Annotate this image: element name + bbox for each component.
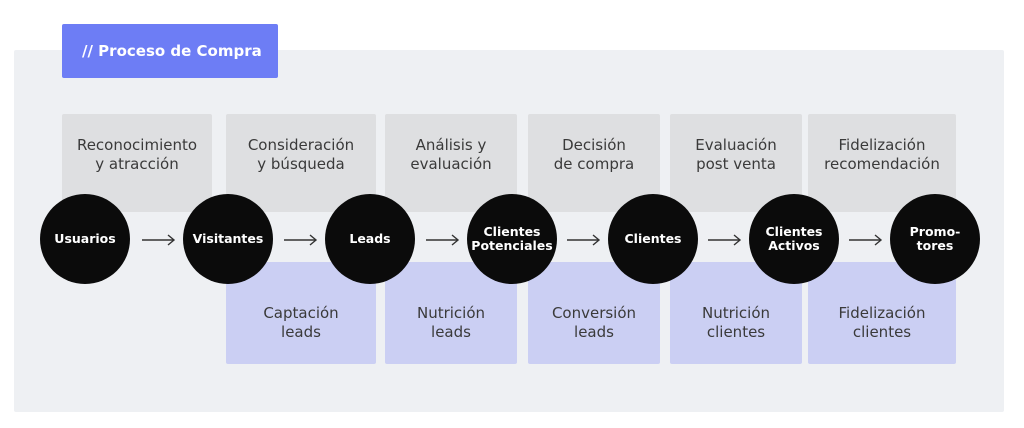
phase-box-decision: Decisión de compra xyxy=(528,114,660,212)
stage-leads: Leads xyxy=(325,194,415,284)
title-tab: // Proceso de Compra xyxy=(62,24,278,78)
stage-clientes-activos: Clientes Activos xyxy=(749,194,839,284)
phase-label: Consideración y búsqueda xyxy=(247,136,355,173)
arrow-right-icon xyxy=(849,234,883,246)
phase-label: Conversión leads xyxy=(551,304,637,341)
stage-visitantes: Visitantes xyxy=(183,194,273,284)
phase-label: Captación leads xyxy=(263,304,339,341)
phase-label: Fidelización clientes xyxy=(838,304,926,341)
phase-label: Reconocimiento y atracción xyxy=(76,136,198,173)
stage-label: Promo- tores xyxy=(909,224,961,253)
phase-label: Nutrición leads xyxy=(416,304,486,341)
phase-label: Decisión de compra xyxy=(553,136,635,173)
stage-label: Clientes Potenciales xyxy=(471,224,553,253)
phase-label: Evaluación post venta xyxy=(695,136,777,173)
stage-label: Usuarios xyxy=(54,231,116,246)
arrow-right-icon xyxy=(284,234,318,246)
stage-label: Leads xyxy=(349,231,391,246)
stage-label: Clientes Activos xyxy=(765,224,823,253)
stage-label: Visitantes xyxy=(192,231,264,246)
stage-promotores: Promo- tores xyxy=(890,194,980,284)
phase-label: Fidelización recomendación xyxy=(824,136,940,173)
stage-usuarios: Usuarios xyxy=(40,194,130,284)
phase-box-fidelizacion: Fidelización recomendación xyxy=(808,114,956,212)
diagram-title: // Proceso de Compra xyxy=(82,42,262,60)
stage-clientes: Clientes xyxy=(608,194,698,284)
arrow-right-icon xyxy=(708,234,742,246)
arrow-right-icon xyxy=(426,234,460,246)
phase-label: Análisis y evaluación xyxy=(410,136,492,173)
stage-clientes-potenciales: Clientes Potenciales xyxy=(467,194,557,284)
phase-box-evaluacion: Evaluación post venta xyxy=(670,114,802,212)
arrow-right-icon xyxy=(567,234,601,246)
phase-box-consideracion: Consideración y búsqueda xyxy=(226,114,376,212)
phase-box-analisis: Análisis y evaluación xyxy=(385,114,517,212)
phase-label: Nutrición clientes xyxy=(701,304,771,341)
stage-label: Clientes xyxy=(624,231,682,246)
arrow-right-icon xyxy=(142,234,176,246)
